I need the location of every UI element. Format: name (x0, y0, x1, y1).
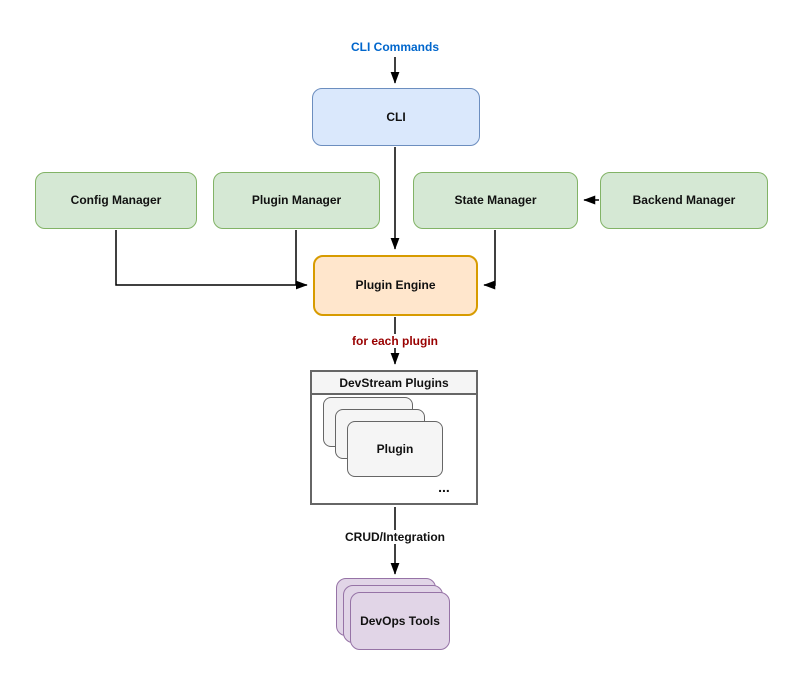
cli-commands-label: CLI Commands (347, 40, 443, 54)
devstream-plugins-header: DevStream Plugins (312, 372, 476, 395)
plugin-card-label: Plugin (376, 442, 414, 456)
node-backend-manager: Backend Manager (600, 172, 768, 229)
node-config-manager: Config Manager (35, 172, 197, 229)
crud-integration-label: CRUD/Integration (342, 530, 448, 544)
node-plugin-engine: Plugin Engine (313, 255, 478, 316)
node-backend-manager-label: Backend Manager (632, 193, 736, 208)
node-state-manager: State Manager (413, 172, 578, 229)
node-config-manager-label: Config Manager (70, 193, 162, 208)
node-plugin-engine-label: Plugin Engine (355, 278, 436, 293)
devops-tools-label: DevOps Tools (360, 613, 440, 628)
node-cli: CLI (312, 88, 480, 146)
devstream-plugins-title: DevStream Plugins (339, 375, 449, 390)
plugin-card-front: Plugin (347, 421, 443, 477)
node-state-manager-label: State Manager (454, 193, 537, 208)
node-plugin-manager-label: Plugin Manager (251, 193, 342, 208)
node-plugin-manager: Plugin Manager (213, 172, 380, 229)
arrow-state-manager-to-plugin-engine (483, 230, 496, 290)
for-each-plugin-label: for each plugin (348, 334, 442, 348)
plugins-ellipsis: ... (438, 479, 450, 495)
node-cli-label: CLI (386, 109, 406, 124)
arrow-config-manager-to-plugin-engine (115, 230, 308, 290)
devops-tools-front: DevOps Tools (350, 592, 450, 650)
